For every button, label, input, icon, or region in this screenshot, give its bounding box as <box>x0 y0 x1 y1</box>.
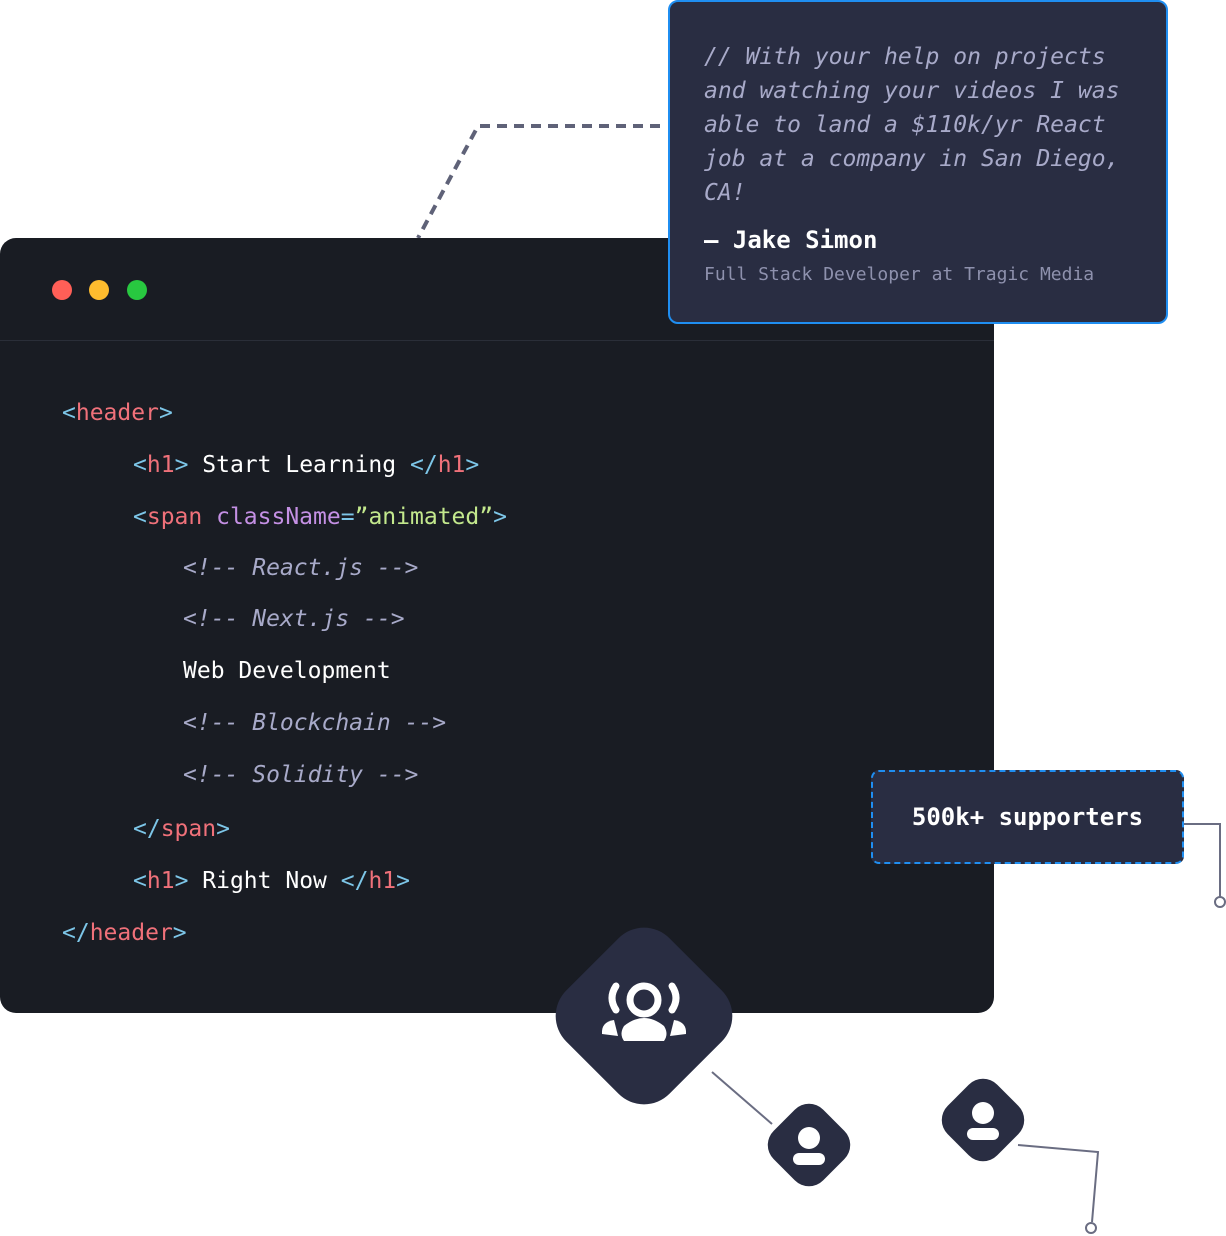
tag-name: span <box>160 816 217 842</box>
code-text: Start Learning <box>188 452 410 478</box>
attribute-value: ”animated” <box>354 504 494 530</box>
code-comment-next: <!-- Next.js --> <box>183 606 405 632</box>
code-comment-blockchain: <!-- Blockchain --> <box>183 710 447 736</box>
user-icon <box>941 1078 1025 1162</box>
bracket: </ <box>409 452 438 478</box>
tag-name: h1 <box>146 868 175 894</box>
tag-name: h1 <box>368 868 397 894</box>
supporters-label: 500k+ supporters <box>911 803 1144 831</box>
code-editor-window: <header> <h1> Start Learning </h1> <span… <box>0 238 994 1013</box>
bracket: < <box>133 504 147 530</box>
testimonial-card: // With your help on projects and watchi… <box>668 0 1168 324</box>
bracket: > <box>465 452 480 478</box>
editor-titlebar <box>0 238 994 341</box>
code-line-h1-right: <h1> Right Now </h1> <box>133 866 410 896</box>
minimize-window-button[interactable] <box>89 280 109 300</box>
code-line-span-close: </span> <box>133 814 230 844</box>
bracket: </ <box>133 816 161 842</box>
equals-sign: = <box>340 504 355 530</box>
bracket: > <box>174 868 189 894</box>
code-comment-solidity: <!-- Solidity --> <box>183 762 419 788</box>
bracket: > <box>216 816 230 842</box>
code-line-header-open: <header> <box>62 398 173 428</box>
code-content: <header> <h1> Start Learning </h1> <span… <box>0 238 994 1013</box>
tag-name: span <box>146 504 203 530</box>
bracket: > <box>493 504 507 530</box>
bracket: > <box>396 868 411 894</box>
close-window-button[interactable] <box>52 280 72 300</box>
testimonial-role: Full Stack Developer at Tragic Media <box>704 264 1095 285</box>
code-line-span-open: <span className=”animated”> <box>133 502 507 532</box>
bracket: < <box>133 452 147 478</box>
code-text: Right Now <box>188 868 341 894</box>
code-line-header-close: </header> <box>62 918 187 948</box>
bracket: > <box>158 400 173 426</box>
users-group-icon <box>555 927 733 1105</box>
tag-name: h1 <box>146 452 175 478</box>
connector-end-dot <box>1214 896 1226 908</box>
bracket: > <box>172 920 187 946</box>
supporters-badge: 500k+ supporters <box>871 770 1184 864</box>
testimonial-author: – Jake Simon <box>704 226 878 254</box>
supporters-side-line <box>1184 823 1221 902</box>
code-comment-react: <!-- React.js --> <box>183 555 419 581</box>
testimonial-quote: // With your help on projects and watchi… <box>704 44 1120 206</box>
tag-name: h1 <box>437 452 466 478</box>
code-text-web-development: Web Development <box>183 658 391 684</box>
tag-name: header <box>89 920 173 946</box>
maximize-window-button[interactable] <box>127 280 147 300</box>
connector-end-dot <box>1085 1222 1097 1234</box>
bracket: </ <box>62 920 90 946</box>
user-icon <box>767 1103 851 1187</box>
bracket: > <box>174 452 189 478</box>
testimonial-connector <box>416 124 660 239</box>
attribute-name: className <box>202 504 341 530</box>
bracket: < <box>62 400 76 426</box>
bracket: </ <box>340 868 369 894</box>
tag-name: header <box>75 400 159 426</box>
bracket: < <box>133 868 147 894</box>
code-line-h1-start: <h1> Start Learning </h1> <box>133 450 479 480</box>
